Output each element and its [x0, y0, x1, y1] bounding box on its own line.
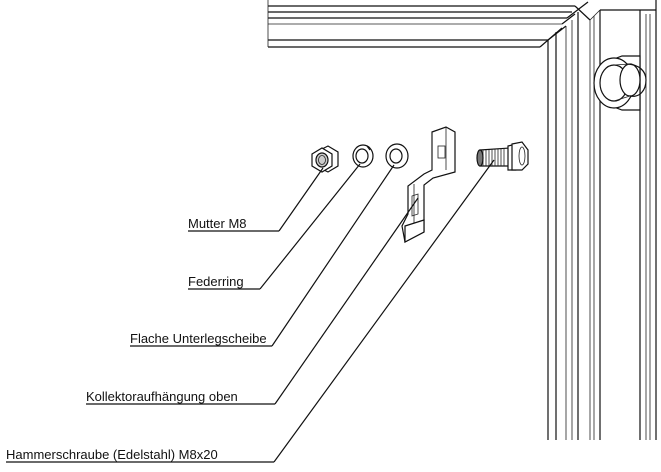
leader-lines	[6, 159, 495, 463]
collector-bracket	[401, 126, 456, 243]
spring-washer	[352, 144, 374, 168]
collector-frame	[267, 0, 657, 440]
label-mutter: Mutter M8	[188, 216, 247, 231]
label-hammerschraube: Hammerschraube (Edelstahl) M8x20	[6, 447, 218, 462]
label-unterlegscheibe: Flache Unterlegscheibe	[130, 331, 267, 346]
label-kollektoraufhaengung: Kollektoraufhängung oben	[86, 389, 238, 404]
nut-m8	[311, 145, 339, 173]
rail-clamp	[593, 55, 647, 111]
flat-washer	[385, 143, 409, 169]
hammer-bolt	[476, 141, 529, 171]
label-federring: Federring	[188, 274, 244, 289]
